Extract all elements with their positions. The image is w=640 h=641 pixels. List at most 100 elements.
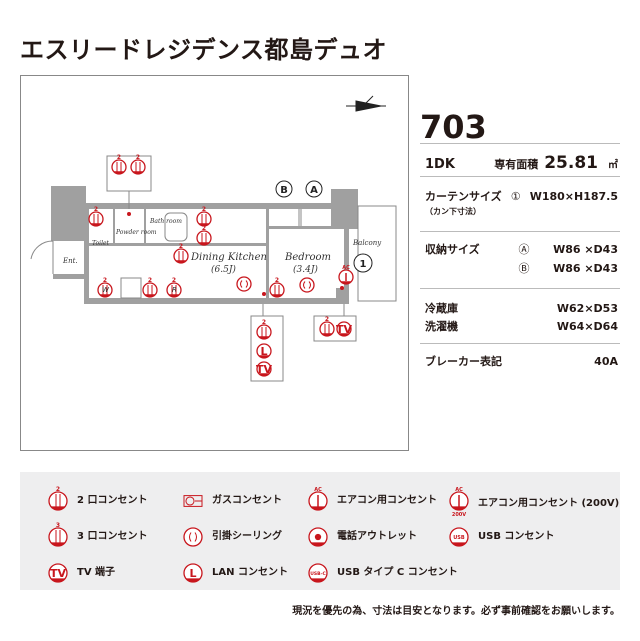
o2-outlet-icon: 2	[256, 319, 272, 340]
svg-text:TV: TV	[50, 567, 67, 580]
usb-outlet-icon: USB	[449, 527, 469, 547]
ac-200v-outlet-icon: AC 200V	[449, 487, 469, 518]
washer-mark: W	[102, 286, 110, 294]
svg-text:2: 2	[103, 277, 107, 284]
room-size-dk: (6.5J)	[211, 264, 236, 275]
legend-phone: 電話アウトレット	[305, 520, 417, 548]
svg-text:2: 2	[202, 225, 206, 232]
curtain-label: カーテンサイズ	[425, 190, 502, 203]
o2-outlet-icon: 2	[196, 225, 212, 246]
svg-text:200V: 200V	[452, 512, 466, 518]
storage-marker-b: B	[280, 185, 288, 196]
room-label-bedroom: Bedroom	[284, 252, 331, 263]
svg-text:3: 3	[56, 522, 60, 529]
svg-text:2: 2	[56, 486, 60, 493]
usb-c-outlet-icon: USB-C	[308, 563, 328, 583]
phone-outlet-dot	[262, 292, 266, 296]
svg-text:2: 2	[275, 277, 279, 284]
svg-text:2: 2	[94, 206, 98, 213]
walls	[51, 186, 358, 304]
svg-text:L: L	[189, 567, 196, 580]
storage-mark-b: Ⓑ	[518, 262, 530, 275]
ceil-outlet-icon	[299, 277, 315, 293]
svg-text:2: 2	[179, 243, 183, 250]
room-label-powder: Powder room	[115, 229, 157, 236]
o2-outlet-icon: 2	[166, 277, 182, 298]
o2-outlet-icon: 2	[319, 316, 335, 337]
ceiling-hook-icon	[183, 527, 203, 547]
storage-value-b: W86 ×D43	[553, 262, 618, 275]
svg-text:AC: AC	[314, 487, 322, 493]
o2-outlet-icon: 2	[196, 206, 212, 227]
outlet-2-icon: 2	[48, 486, 68, 511]
room-label-bath: Bath room	[149, 218, 182, 225]
storage-label: 収納サイズ	[425, 243, 480, 256]
room-number: 703	[420, 108, 487, 146]
storage-marker-a: A	[310, 185, 318, 196]
floor-plan: Toilet Powder room Bath room Ent. Dining…	[20, 75, 409, 451]
gas-outlet-icon	[183, 495, 203, 507]
phone-outlet-dot	[340, 286, 344, 290]
lan-outlet-icon: L	[183, 563, 203, 583]
curtain-value: W180×H187.5	[529, 190, 618, 203]
svg-text:2: 2	[136, 154, 140, 161]
legend-ceiling: 引掛シーリング	[180, 520, 282, 548]
svg-text:2: 2	[117, 154, 121, 161]
phone-outlet-dot	[127, 212, 131, 216]
area-value: 25.81	[544, 153, 598, 173]
o2-outlet-icon: 2	[130, 154, 146, 175]
room-label-entrance: Ent.	[62, 257, 78, 265]
svg-text:TV: TV	[256, 363, 273, 376]
svg-text:L: L	[260, 345, 267, 358]
disclaimer-note: 現況を優先の為、寸法は目安となります。必ず事前確認をお願いします。	[292, 606, 620, 617]
svg-text:USB-C: USB-C	[310, 571, 326, 577]
storage-mark-a: Ⓐ	[518, 243, 530, 256]
compass-icon	[346, 95, 386, 112]
curtain-mark: ①	[510, 190, 521, 203]
o2-outlet-icon: 2	[269, 277, 285, 298]
svg-text:2: 2	[202, 206, 206, 213]
breaker-value: 40A	[594, 355, 618, 368]
o2-outlet-icon: 2	[88, 206, 104, 227]
page-title: エスリードレジデンス都島デュオ	[20, 36, 388, 64]
fridge-value: W62×D53	[556, 302, 618, 315]
room-size-bedroom: (3.4J)	[293, 264, 318, 275]
svg-text:AC: AC	[455, 487, 463, 493]
ceil-outlet-icon	[236, 276, 252, 292]
room-label-dk: Dining Kitchen	[190, 252, 267, 263]
layout-type: 1DK	[425, 157, 455, 172]
washer-label: 洗濯機	[425, 320, 458, 333]
svg-text:USB: USB	[453, 535, 465, 541]
storage-value-a: W86 ×D43	[553, 243, 618, 256]
o2-outlet-icon: 2	[111, 154, 127, 175]
area-unit: ㎡	[608, 160, 618, 171]
svg-text:2: 2	[325, 316, 329, 323]
fridge-mark: R	[172, 286, 177, 294]
curtain-sub: （カン下寸法）	[425, 207, 481, 216]
legend-gas: ガスコンセント	[180, 484, 282, 512]
outlet-3-icon: 3	[48, 522, 68, 547]
o2-outlet-icon: 2	[173, 243, 189, 264]
tv-outlet-icon: TV	[336, 321, 353, 337]
svg-text:TV: TV	[336, 323, 353, 336]
o2-outlet-icon: 2	[97, 277, 113, 298]
svg-text:AC: AC	[342, 265, 350, 271]
fridge-label: 冷蔵庫	[425, 302, 458, 315]
washer-value: W64×D64	[556, 320, 618, 333]
ac-outlet-icon: AC	[338, 265, 354, 285]
ac-outlet-icon: AC	[308, 487, 328, 511]
tv-outlet-icon: TV	[256, 361, 273, 377]
room-label-toilet: Toilet	[92, 240, 110, 247]
o2-outlet-icon: 2	[142, 277, 158, 298]
